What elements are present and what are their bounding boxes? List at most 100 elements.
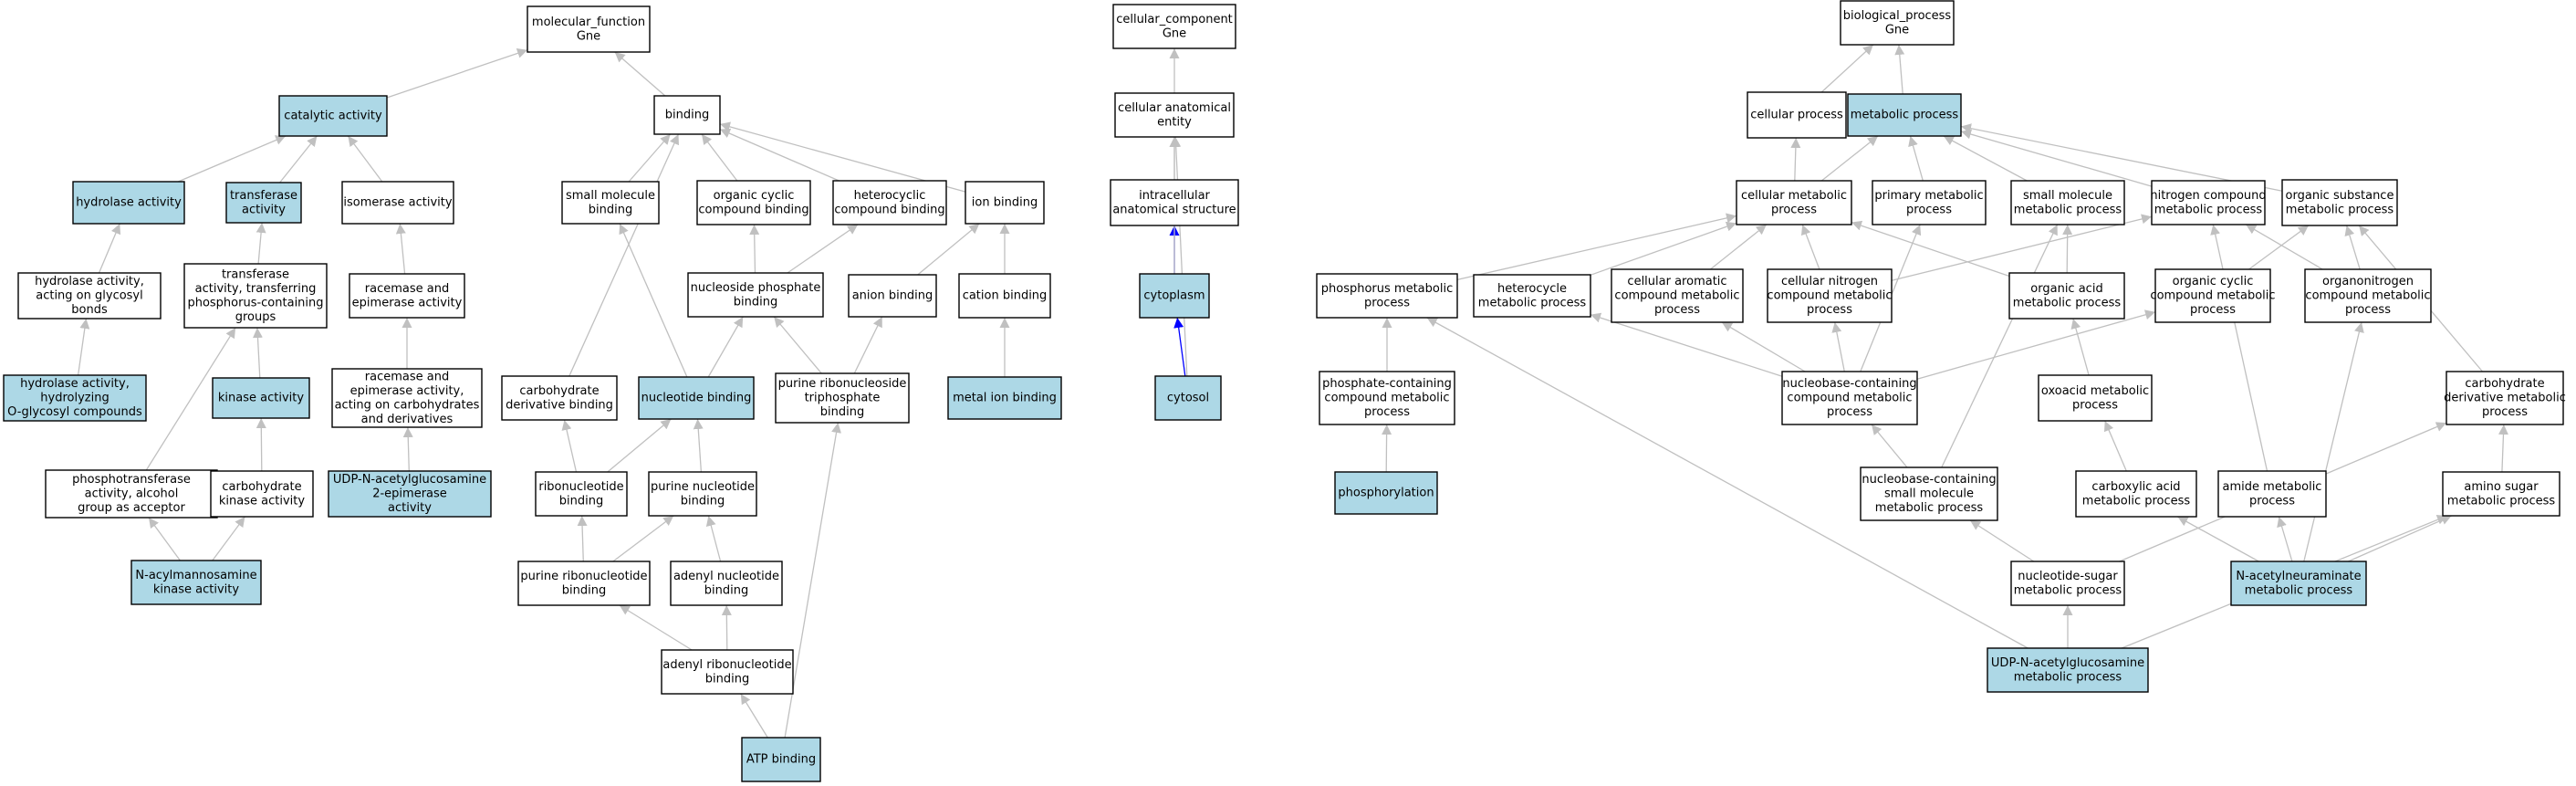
edge-ncmp-to-mp	[1960, 129, 2153, 187]
term-label-line: bonds	[71, 303, 108, 317]
term-label-line: binding	[589, 203, 632, 216]
term-label-line: amino sugar	[2464, 480, 2539, 494]
edge-rnb-to-cdb	[561, 419, 578, 473]
term-box	[2010, 180, 2125, 225]
edge-layer	[77, 44, 2508, 739]
edge-nak-to-carbk	[212, 516, 245, 561]
term-label-line: N-acylmannosamine	[135, 569, 256, 582]
term-label-line: process	[2482, 405, 2528, 419]
term-label-line: anatomical structure	[1112, 203, 1236, 216]
term-label-line: carbohydrate	[2465, 377, 2544, 391]
edge-udpepi-to-racc	[402, 426, 413, 472]
edge-atp-to-prtb	[784, 422, 841, 739]
edge-prtb-to-anb	[853, 316, 883, 374]
term-label-line: metabolic process	[2014, 670, 2122, 684]
term-label-line: metabolic process	[1478, 296, 1587, 309]
term-label-line: cation binding	[963, 289, 1048, 303]
edge-nbccmp-to-cncmp	[1831, 321, 1845, 372]
term-label-line: Gne	[577, 29, 600, 43]
term-label-line: cellular anatomical	[1118, 101, 1231, 115]
term-node-mib: metal ion binding	[947, 376, 1062, 420]
term-node-anb: anion binding	[848, 274, 937, 318]
edge-anb-to-ionb	[917, 223, 980, 276]
term-box	[328, 470, 492, 518]
term-box	[1781, 371, 1918, 425]
term-label-line: cytoplasm	[1143, 289, 1205, 303]
term-box	[775, 372, 910, 424]
term-box	[2442, 471, 2560, 517]
term-label-line: metabolic process	[2154, 203, 2263, 216]
term-label-line: N-acetylneuraminate	[2236, 570, 2361, 583]
term-node-hydo: hydrolase activity,hydrolyzingO-glycosyl…	[3, 374, 147, 422]
term-label-line: binding	[704, 583, 748, 597]
term-label-line: organic acid	[2030, 282, 2102, 296]
term-label-line: metal ion binding	[953, 392, 1057, 405]
term-label-line: compound metabolic	[1614, 289, 1739, 303]
edge-ntb-to-smb	[619, 223, 688, 378]
term-node-kin: kinase activity	[212, 377, 310, 419]
term-box	[947, 376, 1062, 420]
edge-anub-to-pnb	[705, 515, 722, 562]
edge-oncmp-to-osmp	[2344, 225, 2361, 270]
term-node-cp: cellular process	[1747, 91, 1847, 139]
term-label-line: transferase	[222, 267, 289, 281]
term-box	[17, 272, 162, 320]
term-box	[2075, 470, 2197, 518]
term-label-line: activity, alcohol	[85, 487, 179, 501]
term-label-line: organic cyclic	[714, 189, 795, 203]
term-box	[2154, 268, 2271, 323]
edge-hcb-to-bind	[719, 128, 840, 182]
term-label-line: acting on carbohydrates	[335, 398, 480, 412]
edge-cncmp-to-ncmp	[1891, 214, 2153, 281]
edge-cat-to-mf	[386, 48, 528, 99]
term-label-line: compound binding	[698, 203, 808, 216]
term-label-line: metabolic process	[2014, 583, 2122, 597]
edge-hcmp-to-cmp	[1590, 221, 1737, 276]
term-node-atp: ATP binding	[741, 737, 821, 782]
term-label-line: purine ribonucleoside	[778, 377, 907, 391]
edge-nanmp-to-oncmp	[2303, 321, 2364, 562]
term-label-line: cellular nitrogen	[1781, 275, 1878, 288]
term-box	[1334, 471, 1438, 515]
term-label-line: compound metabolic	[2305, 289, 2430, 303]
term-label-line: carbohydrate	[222, 480, 301, 494]
edge-cacmp-to-cmp	[1709, 224, 1768, 270]
term-box	[45, 469, 218, 519]
term-label-line: heterocycle	[1497, 282, 1567, 296]
term-label-line: organic cyclic	[2173, 275, 2254, 288]
term-box	[1114, 92, 1235, 138]
term-node-cyto: cytoplasm	[1139, 273, 1210, 319]
term-label-line: Gne	[1163, 26, 1186, 40]
term-label-line: ATP binding	[746, 753, 816, 767]
term-label-line: organonitrogen	[2322, 275, 2414, 288]
term-label-line: process	[1364, 296, 1410, 309]
term-label-line: process	[1771, 203, 1817, 216]
edge-nsmp-to-nbcsmp	[1969, 519, 2035, 562]
term-label-line: cellular aromatic	[1627, 275, 1726, 288]
term-label-line: carboxylic acid	[2091, 480, 2180, 494]
term-node-phos: phosphorylation	[1334, 471, 1438, 515]
term-label-line: metabolic process	[2014, 203, 2122, 216]
term-box	[958, 273, 1051, 319]
term-node-bind: binding	[653, 95, 721, 135]
term-label-line: O-glycosyl compounds	[7, 405, 142, 419]
term-box	[653, 95, 721, 135]
term-box	[72, 181, 185, 225]
term-label-line: adenyl nucleotide	[673, 570, 779, 583]
term-label-line: binding	[820, 405, 864, 419]
edge-pnb-to-ntb	[693, 418, 704, 473]
term-box	[1110, 179, 1239, 226]
